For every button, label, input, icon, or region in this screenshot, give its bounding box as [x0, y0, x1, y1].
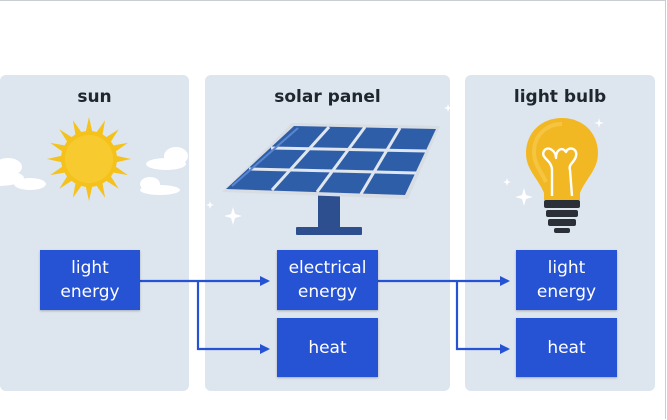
electrical-energy-label: electrical energy — [288, 258, 367, 302]
sparkle-icon — [503, 118, 604, 206]
arrow-sun-to-heat — [196, 281, 270, 354]
solar-panel-icon — [222, 123, 440, 235]
arrow-electrical-to-heat — [455, 281, 510, 354]
solar-panel-heat-label: heat — [308, 337, 347, 358]
bulb-light-energy-label: light energy — [536, 258, 597, 302]
sun-icon — [47, 117, 131, 201]
bulb-heat-label: heat — [547, 337, 586, 358]
sun-ray — [85, 184, 93, 201]
sun-ray — [47, 155, 64, 163]
bulb-heat-box: heat — [516, 318, 617, 377]
light-bulb-icon — [526, 118, 598, 233]
cloud-icon — [140, 147, 188, 195]
sun-light-energy-label: light energy — [60, 258, 120, 302]
light-bulb-title: light bulb — [513, 87, 607, 107]
sun-panel: sun — [0, 75, 189, 391]
sun-light-energy-box: light energy — [40, 250, 140, 310]
electrical-energy-box: electrical energy — [277, 250, 378, 310]
sun-panel-title: sun — [77, 87, 112, 107]
cloud-icon — [0, 158, 46, 190]
flow-arrows — [140, 276, 510, 354]
solar-panel-heat-box: heat — [277, 318, 378, 377]
solar-panel-title: solar panel — [274, 87, 381, 107]
sun-ray — [114, 155, 131, 163]
bulb-light-energy-box: light energy — [516, 250, 617, 310]
sparkle-icon — [206, 104, 452, 225]
sun-ray — [85, 117, 93, 134]
